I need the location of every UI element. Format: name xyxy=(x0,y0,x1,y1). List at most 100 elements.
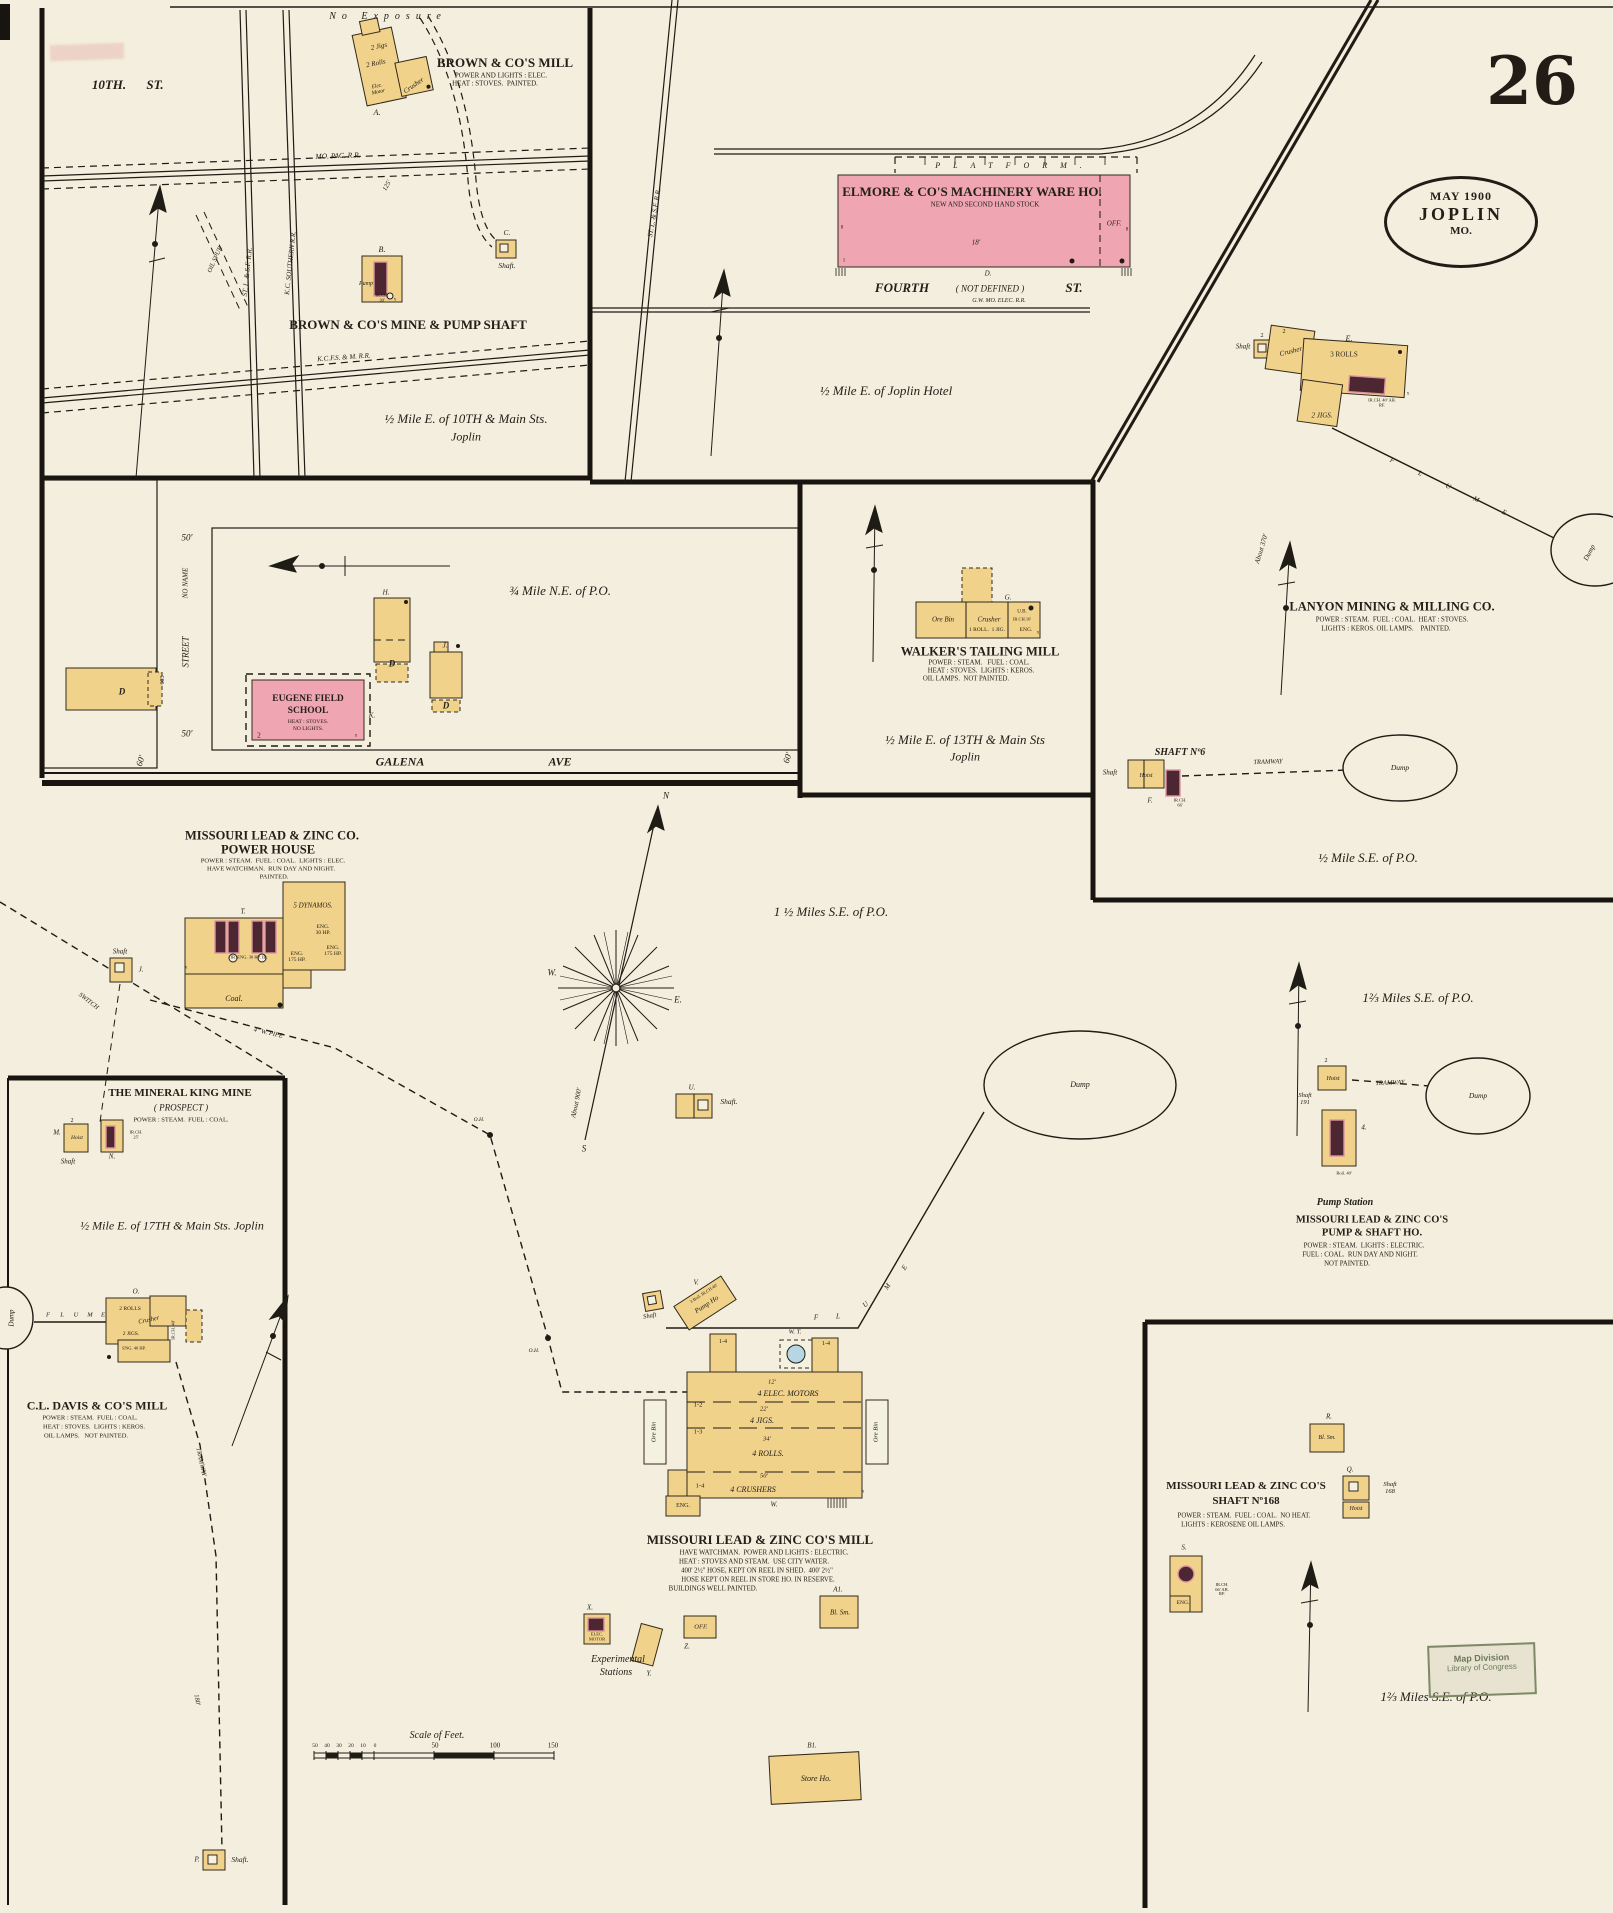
lbl-pipe: 4" W. PIPE xyxy=(252,1026,284,1040)
lbl-school-1: EUGENE FIELD xyxy=(272,694,344,705)
tramway-no6 xyxy=(1181,769,1349,777)
street-blocks xyxy=(43,479,799,769)
lbl-elmore-sub: NEW AND SECOND HAND STOCK xyxy=(930,200,1040,209)
stl-sf-rr-track-vertical xyxy=(239,9,261,479)
kc-southern-rr-track xyxy=(282,9,306,479)
building-lanyon-cluster xyxy=(1253,324,1409,428)
lbl-mill-note5: BUILDINGS WELL PAINTED. xyxy=(668,1585,758,1593)
lbl-pump-b-chimney: IR.CH. 30' xyxy=(375,292,389,302)
lbl-ph-note3: PAINTED. xyxy=(259,873,289,881)
building-shaft-191 xyxy=(1317,1065,1357,1167)
lbl-j-mine-letter: J. xyxy=(138,965,144,974)
lbl-flume3-e: E xyxy=(101,1311,105,1319)
dump-no6 xyxy=(1342,734,1458,802)
lbl-brown-mine-title: BROWN & CO'S MINE & PUMP SHAFT xyxy=(289,317,527,333)
building-mo-lead-zinc-mill xyxy=(643,1333,889,1517)
building-brown-mill xyxy=(351,17,434,107)
lbl-ave: AVE xyxy=(548,754,572,769)
building-shaft-c xyxy=(495,239,517,259)
lbl-elmore-8a: 8 xyxy=(840,225,844,231)
lbl-no6-chimney: IR.CH. 66' xyxy=(1173,797,1187,807)
lbl-mill-12ft: 12' xyxy=(768,1378,776,1386)
lbl-flume3-u: U xyxy=(73,1311,79,1319)
lbl-ph-coal: Coal. xyxy=(225,993,243,1003)
lbl-davis-o: O. xyxy=(132,1287,140,1296)
lbl-walker-roll-jig: 1 ROLL. 1 JIG. xyxy=(968,627,1006,634)
lbl-kc-southern-rr: K.C. SOUTHERN R.R. xyxy=(282,230,298,296)
building-mill-pump-ho xyxy=(673,1275,737,1331)
lbl-flume1-l: L xyxy=(1416,468,1424,478)
lbl-switch: SWITCH xyxy=(77,991,100,1012)
building-power-house xyxy=(184,881,346,1009)
lbl-mill-w: W. xyxy=(770,1500,778,1509)
building-shaft-no6 xyxy=(1127,759,1181,797)
lbl-lanyon-chimney: IR.CH. 40' AB. RF. xyxy=(1368,397,1396,407)
lbl-walker-crusher: Crusher xyxy=(977,615,1001,624)
gw-mo-elec-rr-track xyxy=(592,307,1090,313)
lbl-scale-50: 50 xyxy=(431,1741,439,1750)
lbl-mill-motors: 4 ELEC. MOTORS xyxy=(757,1388,819,1398)
lbl-scale-150: 150 xyxy=(547,1741,559,1750)
mill-spur-curve xyxy=(419,15,497,248)
lbl-experimental-2: Stations xyxy=(599,1666,633,1678)
lbl-orebin-left: Ore Bin xyxy=(650,1421,658,1443)
lbl-191-hoist: Hoist xyxy=(1326,1075,1340,1082)
flume-mill xyxy=(666,1111,985,1329)
lbl-mill-t1: 1-4 xyxy=(719,1338,727,1345)
lbl-compass-e: E. xyxy=(674,994,682,1005)
lbl-davis-note3: OIL LAMPS. NOT PAINTED. xyxy=(43,1432,129,1440)
lbl-scale-0: 0 xyxy=(373,1743,377,1750)
lbl-scale-100: 100 xyxy=(489,1741,501,1750)
lbl-mk-chimney: IR.CH. 25' xyxy=(129,1129,143,1139)
lbl-168-note2: LIGHTS : KEROSENE OIL LAMPS. xyxy=(1181,1521,1285,1529)
building-r-blacksmith xyxy=(1309,1423,1345,1453)
lbl-r-letter: R. xyxy=(1325,1412,1333,1421)
flume-lanyon xyxy=(1331,427,1559,541)
lbl-a1-letter: A1. xyxy=(833,1585,843,1594)
lbl-mk-hoist: Hoist xyxy=(71,1135,83,1142)
lbl-h-letter: H. xyxy=(382,588,390,597)
lbl-s-letter: S. xyxy=(1181,1543,1187,1552)
lbl-davis-2jigs: 2 JIGS. xyxy=(122,1331,140,1338)
lbl-60ft-b: 60' xyxy=(780,751,794,765)
lbl-flume3-m: M xyxy=(87,1311,93,1319)
lbl-191-shaft: Shaft 191 xyxy=(1298,1092,1312,1106)
lbl-mill-1-2: 1-2 xyxy=(693,1401,703,1409)
lbl-boiler-4: 4. xyxy=(1361,1123,1367,1132)
lbl-walker-eng: ENG. xyxy=(1019,627,1033,634)
lbl-school-2story: 2 xyxy=(257,731,261,740)
lbl-p-shaft: Shaft. xyxy=(231,1855,249,1865)
lbl-half-mile-13th-joplin: Joplin xyxy=(950,749,980,764)
mark-x6: x xyxy=(184,965,188,971)
lbl-brown-mill-note2: HEAT : STOVES. PAINTED. xyxy=(452,79,538,88)
lbl-dump-ne: Dump xyxy=(1581,543,1597,563)
lbl-dump-big: Dump xyxy=(1070,1079,1090,1089)
lbl-50ft-a: 50' xyxy=(181,532,193,543)
lbl-125ft: 125' xyxy=(381,179,393,193)
lbl-davis-tramway: TRAMWAY xyxy=(194,1446,208,1477)
north-arrow-davis xyxy=(231,1294,289,1447)
lbl-lanyon-crusher: Crusher xyxy=(1278,344,1303,359)
lbl-brown-mill-title: BROWN & CO'S MILL xyxy=(436,55,574,71)
lbl-v-letter: V. xyxy=(693,1278,699,1287)
lbl-z-letter: Z. xyxy=(684,1642,690,1651)
lbl-60ft-a: 60' xyxy=(133,754,147,768)
lbl-mk-m: M. xyxy=(53,1128,61,1137)
lbl-dump-no6: Dump xyxy=(1390,763,1410,773)
lbl-walker-g: G. xyxy=(1004,593,1012,602)
lbl-pumpho-note3: NOT PAINTED. xyxy=(1324,1260,1370,1268)
lbl-flume2-u: U xyxy=(861,1299,871,1310)
lbl-x-letter: X. xyxy=(586,1603,594,1612)
lbl-flume2-l: L xyxy=(836,1312,840,1321)
lbl-j-d: D xyxy=(442,700,450,711)
lbl-u-shaft: Shaft. xyxy=(720,1097,738,1107)
lbl-mk-2: 2 xyxy=(70,1117,74,1124)
lbl-1-23-miles-a: 1⅔ Miles S.E. of P.O. xyxy=(1362,990,1474,1006)
lbl-half-mile-17th: ½ Mile E. of 17TH & Main Sts. Joplin xyxy=(80,1218,264,1233)
lbl-dump-west: Dump xyxy=(7,1309,16,1327)
lbl-pump-b: Pump xyxy=(359,280,373,287)
lbl-mill-note1: HAVE WATCHMAN. POWER AND LIGHTS : ELECTR… xyxy=(679,1549,849,1557)
